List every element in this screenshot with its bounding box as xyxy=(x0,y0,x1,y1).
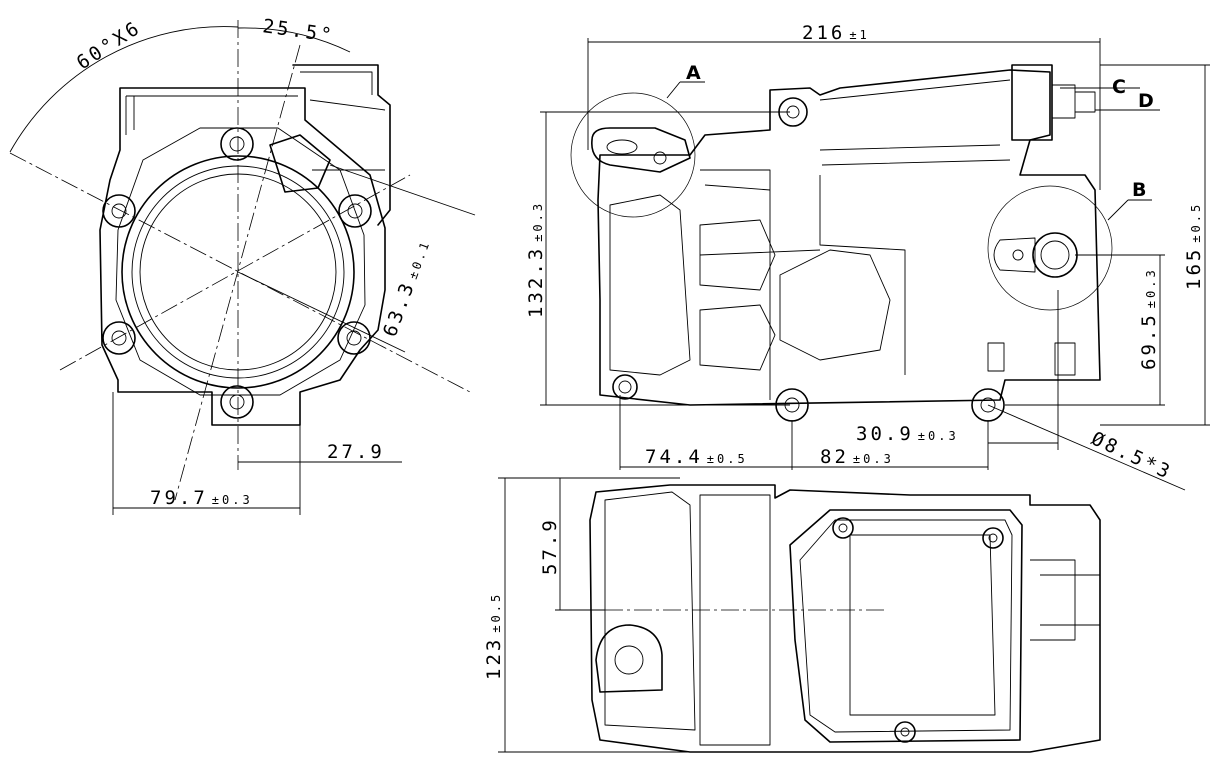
height-132-label: 132.3±0.3 xyxy=(525,201,547,318)
callout-c: C xyxy=(1112,76,1126,98)
height-123-label: 123±0.5 xyxy=(483,592,505,680)
dim-69-5-label: 69.5±0.3 xyxy=(1138,267,1160,370)
width-front-label: 79.7±0.3 xyxy=(150,487,253,509)
callout-a: A xyxy=(686,62,701,84)
front-view xyxy=(9,20,476,515)
hole-diameter-label: Ø8.5*3 xyxy=(1088,428,1176,485)
callout-b: B xyxy=(1132,179,1146,201)
bottom-view xyxy=(498,477,1101,753)
dim-27-9-label: 27.9 xyxy=(327,441,385,463)
dim-30-9-label: 30.9±0.3 xyxy=(856,423,959,445)
dim-82-label: 82±0.3 xyxy=(820,446,894,468)
dim-74-4-label: 74.4±0.5 xyxy=(645,446,748,468)
radius-label: 63.3±0.1 xyxy=(379,236,435,340)
angle-pattern-label: 60°X6 xyxy=(73,16,146,74)
side-view xyxy=(540,38,1210,491)
overall-length-label: 216±1 xyxy=(802,22,870,44)
dim-57-9-label: 57.9 xyxy=(539,517,561,575)
angle-offset-label: 25.5° xyxy=(261,15,336,47)
callout-d: D xyxy=(1138,90,1154,112)
height-165-label: 165±0.5 xyxy=(1183,202,1205,290)
